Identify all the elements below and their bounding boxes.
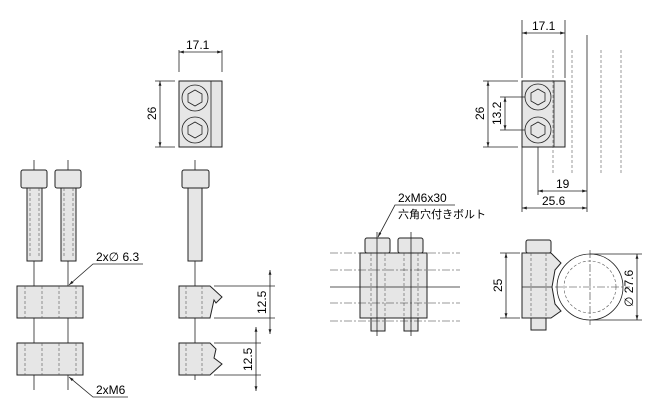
dim-height: 26 <box>145 106 159 120</box>
bolt-description: 六角穴付きボルト <box>398 207 486 221</box>
dim-assembly-height: 25 <box>491 278 505 292</box>
dim-upper-half: 12.5 <box>255 290 269 314</box>
dim-height: 26 <box>473 106 487 120</box>
bolt-label: 2xM6x30 <box>398 191 447 205</box>
dim-depth: 25.6 <box>542 194 566 208</box>
dim-tube-diameter: ∅ 27.6 <box>622 270 636 307</box>
exploded-side-view: 12.5 12.5 <box>178 160 275 391</box>
assembly-front-view: 2xM6x30 六角穴付きボルト <box>330 191 486 336</box>
hole-label: 2x∅ 6.3 <box>96 250 139 264</box>
top-view-block: 17.1 26 <box>145 38 223 148</box>
thread-label: 2xM6 <box>96 383 126 397</box>
assembly-side-view: 25 ∅ 27.6 <box>491 239 642 331</box>
dim-width: 17.1 <box>186 38 210 52</box>
dim-width: 17.1 <box>532 19 556 33</box>
dim-lower-half: 12.5 <box>241 347 255 371</box>
dim-pitch: 13.2 <box>490 101 504 125</box>
exploded-front-view: 2x∅ 6.3 2xM6 <box>16 160 143 398</box>
dim-offset: 19 <box>556 177 570 191</box>
top-right-view: 17.1 26 13.2 19 25.6 <box>473 19 622 212</box>
